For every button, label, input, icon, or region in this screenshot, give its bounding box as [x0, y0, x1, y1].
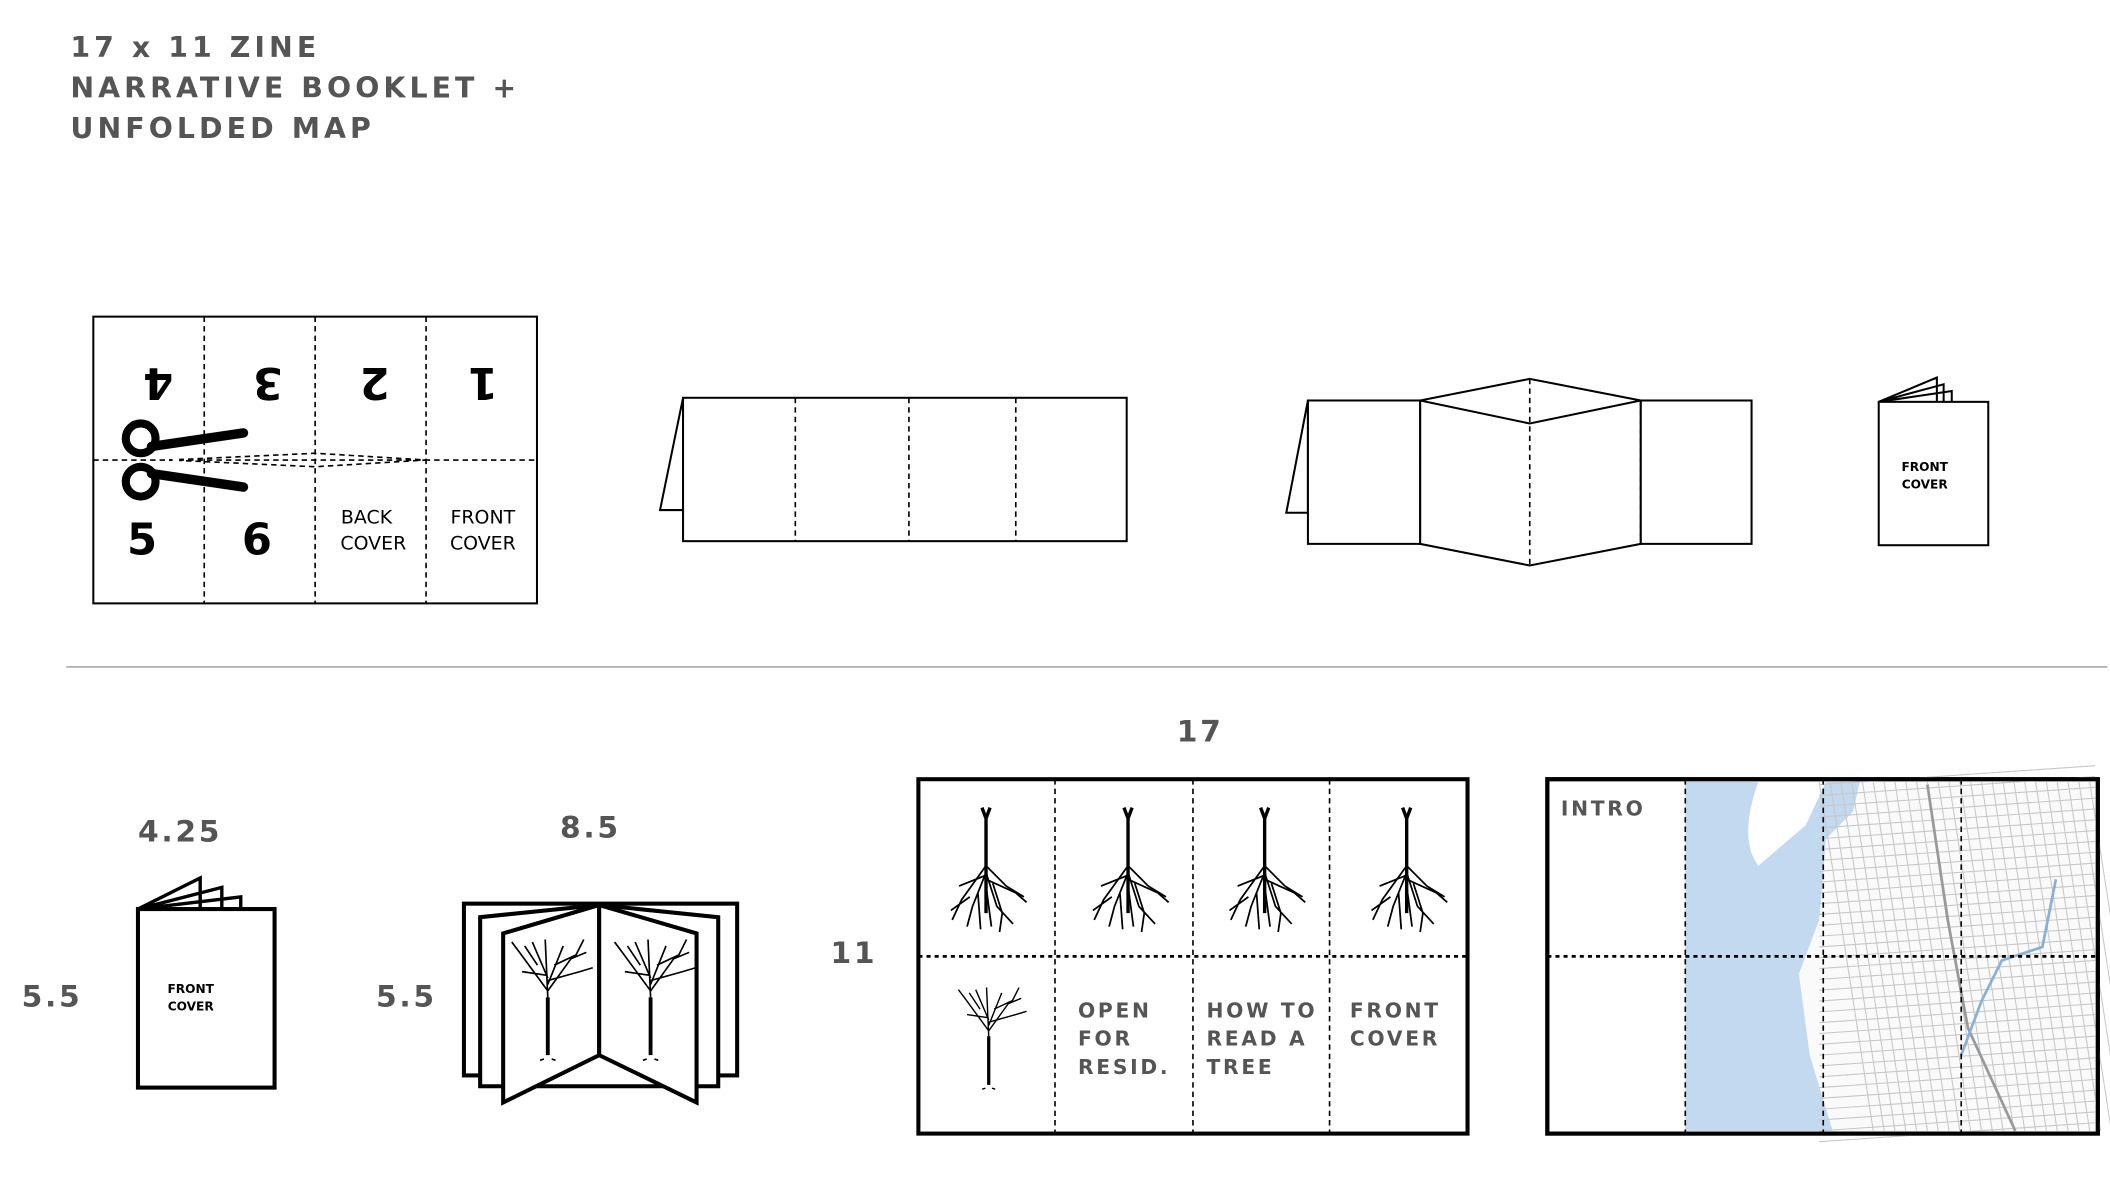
folded-strip — [658, 396, 1128, 543]
open-booklet — [461, 901, 740, 1106]
width-dimension: 8.5 — [560, 810, 621, 845]
pushed-fold — [1285, 377, 1753, 567]
page-6-label: 6 — [242, 516, 272, 566]
title-line-2: NARRATIVE BOOKLET + — [70, 72, 520, 105]
cell-text: OPEN — [1078, 998, 1152, 1022]
front-cover-label: COVER — [168, 1000, 215, 1014]
map-sheet: (function(){ var g=document.currentScrip… — [1545, 765, 2110, 1143]
width-dimension: 4.25 — [138, 814, 222, 849]
rail-line — [1926, 784, 2017, 1132]
cut-sheet: 4 3 2 1 5 6 BACK COVER FRONT COVER — [92, 315, 538, 605]
page-3-label: 3 — [253, 357, 283, 407]
sheet-height-dimension: 11 — [830, 936, 877, 971]
height-dimension: 5.5 — [376, 979, 437, 1014]
title-line-3: UNFOLDED MAP — [70, 112, 375, 145]
page-4-label: 4 — [143, 357, 173, 407]
cell-text: HOW TO — [1206, 998, 1317, 1022]
zine-sheet: OPEN FOR RESID. HOW TO READ A TREE FRONT… — [916, 777, 1470, 1136]
title-line-1: 17 x 11 ZINE — [70, 31, 320, 64]
cell-text: RESID. — [1078, 1055, 1170, 1079]
cell-text: TREE — [1206, 1055, 1274, 1079]
intro-label: INTRO — [1561, 797, 1646, 821]
back-cover-label: COVER — [340, 532, 406, 554]
back-cover-label: BACK — [341, 507, 393, 529]
front-cover-label: COVER — [450, 532, 516, 554]
page-1-label: 1 — [468, 357, 498, 407]
canal — [1959, 879, 2058, 1056]
scissors-icon — [121, 419, 249, 501]
front-cover-label: FRONT — [1901, 460, 1948, 474]
front-cover-label: FRONT — [167, 982, 214, 996]
page-2-label: 2 — [360, 357, 390, 407]
finished-booklet: FRONT COVER — [1877, 375, 1990, 547]
sheet-width-dimension: 17 — [1177, 714, 1224, 749]
cell-text: FRONT — [1350, 998, 1441, 1022]
cell-text: COVER — [1350, 1027, 1440, 1051]
front-cover-label: FRONT — [451, 507, 516, 529]
front-cover-label: COVER — [1902, 477, 1949, 491]
small-booklet: FRONT COVER — [135, 875, 277, 1090]
page-5-label: 5 — [127, 516, 157, 566]
cell-text: READ A — [1206, 1027, 1307, 1051]
height-dimension: 5.5 — [22, 979, 83, 1014]
cell-text: FOR — [1078, 1027, 1133, 1051]
